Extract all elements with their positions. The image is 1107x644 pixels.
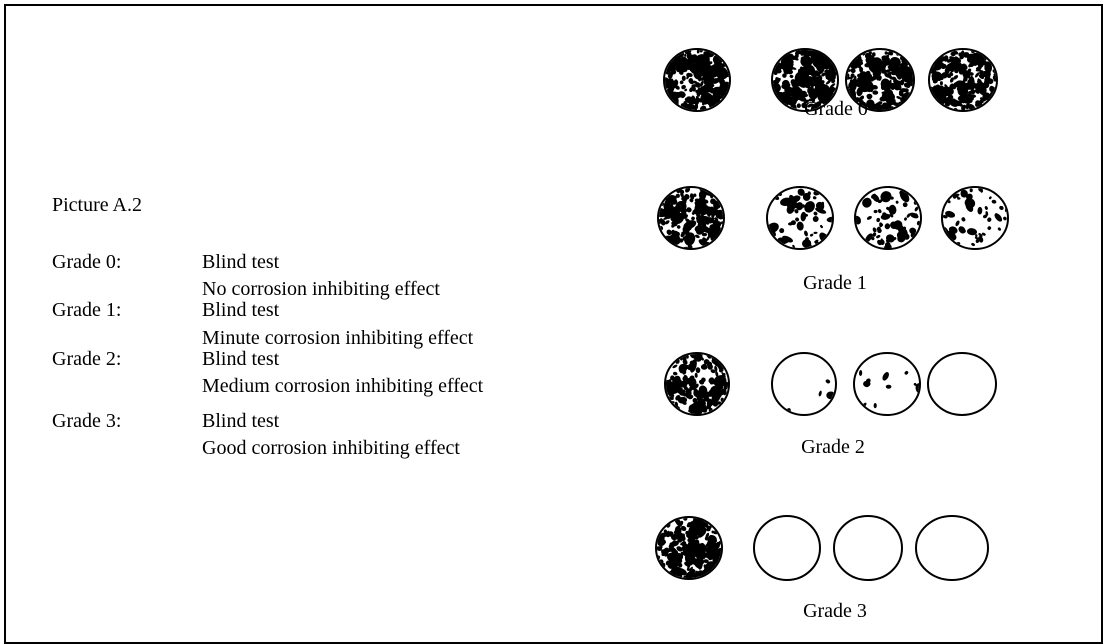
test-disc-grade-1-1	[766, 186, 834, 250]
caption-grade-1: Grade 1	[803, 272, 867, 294]
grade-2-label: Grade 2:	[52, 348, 122, 370]
test-disc-grade-1-2	[854, 186, 922, 250]
grade-1-label: Grade 1:	[52, 299, 122, 321]
grade-3-line1: Blind test	[202, 410, 280, 432]
grade-2-line2: Medium corrosion inhibiting effect	[202, 375, 484, 397]
test-disc-grade-0-0	[663, 48, 731, 112]
test-disc-grade-2-0	[664, 352, 730, 416]
test-disc-grade-2-2	[853, 352, 921, 416]
test-disc-grade-2-1	[771, 352, 837, 416]
test-disc-grade-2-3	[927, 352, 997, 416]
caption-grade-0: Grade 0	[804, 98, 868, 120]
grade-0-line1: Blind test	[202, 251, 280, 273]
grade-0-label: Grade 0:	[52, 251, 122, 273]
test-disc-grade-0-1	[771, 48, 839, 112]
test-disc-grade-0-3	[928, 48, 998, 112]
test-disc-grade-1-0	[657, 186, 725, 250]
caption-grade-2: Grade 2	[801, 436, 865, 458]
test-disc-grade-1-3	[941, 186, 1009, 250]
test-disc-grade-3-2	[833, 515, 903, 581]
caption-grade-3: Grade 3	[803, 600, 867, 622]
grade-3-line2: Good corrosion inhibiting effect	[202, 437, 460, 459]
grade-2-line1: Blind test	[202, 348, 280, 370]
grade-0-line2: No corrosion inhibiting effect	[202, 278, 440, 300]
test-disc-grade-3-1	[753, 515, 821, 581]
grade-1-line2: Minute corrosion inhibiting effect	[202, 327, 474, 349]
grade-1-line1: Blind test	[202, 299, 280, 321]
test-disc-grade-3-3	[915, 515, 989, 581]
grade-3-label: Grade 3:	[52, 410, 122, 432]
test-disc-grade-0-2	[845, 48, 915, 112]
test-disc-grade-3-0	[655, 516, 723, 580]
picture-title: Picture A.2	[52, 194, 142, 216]
